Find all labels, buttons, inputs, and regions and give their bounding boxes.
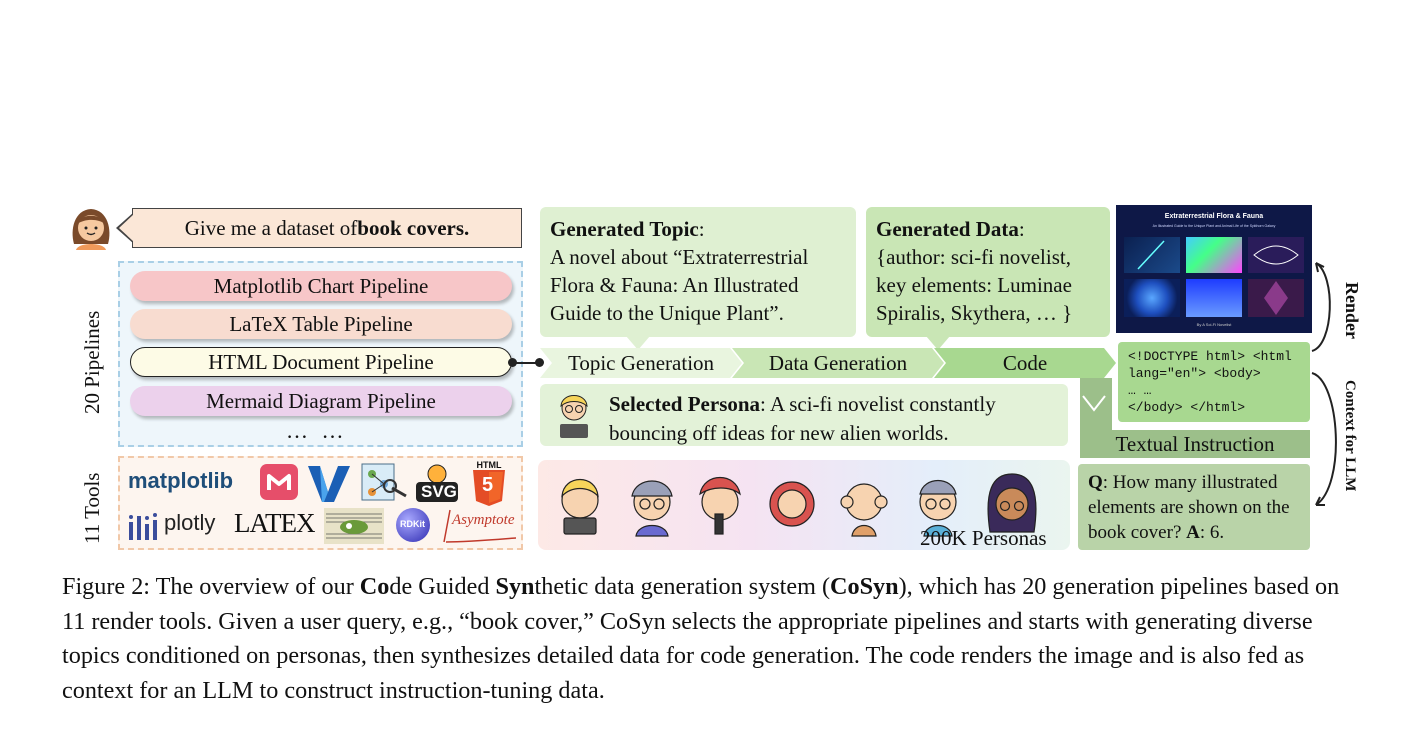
html5-logo-number: 5: [482, 474, 494, 496]
render-label: Render: [1342, 282, 1362, 339]
instruction-band-stem: [1108, 378, 1112, 430]
code-line-2: lang="en"> <body>: [1128, 366, 1261, 381]
vega-logo-icon: [306, 462, 352, 504]
generated-topic-label: Generated Topic: [550, 217, 699, 241]
selected-persona-description: : A sci-fi novelist constantly bouncing …: [609, 392, 996, 445]
answer-text: : 6.: [1199, 522, 1225, 543]
caption-bold-3: CoSyn: [830, 573, 899, 600]
figure-caption: Figure 2: The overview of our Code Guide…: [62, 570, 1362, 708]
plotly-logo: plotly: [164, 510, 216, 535]
answer-label: A: [1186, 522, 1200, 543]
asymptote-logo-icon: Asymptote: [440, 508, 518, 544]
svg-logo-icon: SVG: [414, 462, 460, 504]
html5-logo-label: HTML: [476, 460, 502, 470]
generated-data-box: Generated Data: {author: sci-fi novelist…: [866, 207, 1110, 337]
persona-avatars-icon: [552, 462, 1062, 542]
generated-data-tail: [926, 336, 950, 350]
generated-topic-text: A novel about “Extraterrestrial Flora & …: [550, 245, 809, 325]
user-avatar-icon: [66, 204, 116, 250]
question-text: : How many illustrated elements are show…: [1088, 472, 1290, 543]
caption-part-2: de Guided: [389, 573, 496, 600]
markdown-logo-icon: [260, 464, 298, 500]
rdkit-logo-text: RDKit: [400, 519, 425, 529]
render-context-arrows: [1300, 255, 1360, 515]
caption-part-1: Figure 2: The overview of our: [62, 573, 360, 600]
connector-dot-right: [535, 358, 544, 367]
selected-persona-avatar-icon: [552, 390, 596, 440]
cover-tile-2: [1186, 237, 1242, 273]
tools-side-label: 11 Tools: [80, 472, 104, 544]
pipeline-mermaid-diagram[interactable]: Mermaid Diagram Pipeline: [130, 386, 512, 416]
stage-topic-generation-label: Topic Generation: [567, 350, 715, 375]
pipelines-side-label: 20 Pipelines: [80, 310, 104, 414]
rendered-book-cover: Extraterrestrial Flora & Fauna An Illust…: [1116, 205, 1312, 333]
book-cover-author: By A Sci-Fi Novelist: [1196, 322, 1232, 327]
code-to-instruction-connector: [1080, 378, 1108, 434]
graphviz-logo-icon: [360, 462, 408, 504]
cover-tile-6: [1248, 279, 1304, 317]
pipeline-connector: [512, 362, 540, 364]
latex-logo: LATEX: [234, 508, 315, 538]
more-pipelines-ellipsis: … …: [286, 418, 348, 443]
selected-persona-box: [540, 384, 1068, 446]
connector-dot-left: [508, 358, 517, 367]
caption-bold-1: Co: [359, 573, 390, 600]
code-line-4: </body> </html>: [1128, 400, 1246, 415]
stage-topic-generation: Topic Generation: [540, 348, 742, 378]
asymptote-logo-text: Asymptote: [452, 512, 515, 528]
book-cover-subtitle: An Illustrated Guide to the Unique Plant…: [1152, 224, 1276, 228]
generated-topic-tail: [626, 336, 650, 350]
caption-part-3: thetic data generation system (: [534, 573, 831, 600]
pipeline-latex-table[interactable]: LaTeX Table Pipeline: [130, 309, 512, 339]
code-line-1: <!DOCTYPE html> <html: [1128, 349, 1292, 364]
cover-tile-1: [1124, 237, 1180, 273]
question-label: Q: [1088, 472, 1103, 493]
stage-data-generation: Data Generation: [732, 348, 944, 378]
caption-bold-2: Syn: [495, 573, 535, 600]
pipeline-html-document[interactable]: HTML Document Pipeline: [130, 347, 512, 377]
selected-persona-label: Selected Persona: [609, 392, 761, 416]
lilypond-logo-icon: [324, 508, 384, 544]
generated-topic-box: Generated Topic: A novel about “Extrater…: [540, 207, 856, 337]
context-for-llm-label: Context for LLM: [1342, 380, 1358, 492]
stage-code-label: Code: [1002, 350, 1048, 375]
caption-part-4: ), which has 20 generation pipelines bas…: [62, 573, 1340, 704]
user-query-bubble: Give me a dataset of book covers.: [132, 208, 522, 248]
generated-data-label: Generated Data: [876, 217, 1019, 241]
stage-data-generation-label: Data Generation: [768, 350, 908, 375]
generated-topic-colon: :: [698, 217, 705, 241]
cover-tile-3: [1248, 237, 1304, 273]
rdkit-logo-icon: RDKit: [396, 508, 430, 542]
query-bubble-tail-fill: [119, 214, 134, 242]
pipeline-matplotlib[interactable]: Matplotlib Chart Pipeline: [130, 271, 512, 301]
plotly-bars-icon: [128, 512, 158, 540]
code-snippet-box: <!DOCTYPE html> <html lang="en"> <body> …: [1118, 342, 1310, 422]
selected-persona-text: Selected Persona: A sci-fi novelist cons…: [609, 390, 1059, 448]
qa-box: Q: How many illustrated elements are sho…: [1078, 464, 1310, 550]
textual-instruction-band: Textual Instruction: [1080, 430, 1310, 458]
generated-data-colon: :: [1018, 217, 1025, 241]
code-line-3: … …: [1128, 383, 1152, 398]
generated-data-text: {author: sci-fi novelist, key elements: …: [876, 245, 1073, 325]
cover-tile-4: [1124, 279, 1180, 317]
html5-logo-icon: HTML 5: [470, 460, 508, 506]
svg-logo-text: SVG: [421, 482, 457, 501]
book-cover-title: Extraterrestrial Flora & Fauna: [1164, 213, 1264, 220]
cover-tile-5: [1186, 279, 1242, 317]
stage-code: Code: [934, 348, 1116, 378]
persona-count-label: 200K Personas: [920, 526, 1047, 550]
matplotlib-logo: matplotlib: [128, 468, 234, 493]
